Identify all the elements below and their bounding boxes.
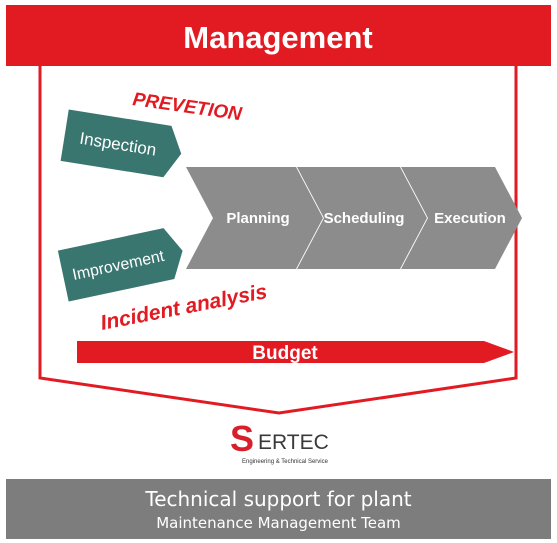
chevron-execution-label: Execution xyxy=(434,210,506,227)
sertec-logo-tagline: Engineering & Technical Service xyxy=(242,459,329,465)
chevron-scheduling-label: Scheduling xyxy=(324,210,405,227)
footer-line-2: Maintenance Management Team xyxy=(156,514,401,532)
chevron-planning-label: Planning xyxy=(226,210,289,227)
improvement-arrow: Improvement xyxy=(57,228,183,302)
management-frame-outline xyxy=(38,66,518,415)
chevron-scheduling xyxy=(297,167,427,269)
chevron-execution xyxy=(401,167,522,269)
budget-label: Budget xyxy=(252,343,318,364)
sertec-logo-name: ERTEC xyxy=(258,431,329,454)
prevention-label: PREVETION xyxy=(131,89,244,125)
sertec-logo: S ERTEC Engineering & Technical Service xyxy=(230,418,329,465)
header-bar xyxy=(6,5,551,66)
chevron-planning xyxy=(186,167,323,269)
footer-banner: Technical support for plant Maintenance … xyxy=(6,479,551,539)
sertec-logo-letter: S xyxy=(230,418,254,459)
budget-arrow xyxy=(77,341,514,363)
footer-line-1: Technical support for plant xyxy=(145,487,412,511)
inspection-arrow: Inspection xyxy=(60,109,182,178)
header-title: Management xyxy=(183,20,372,55)
